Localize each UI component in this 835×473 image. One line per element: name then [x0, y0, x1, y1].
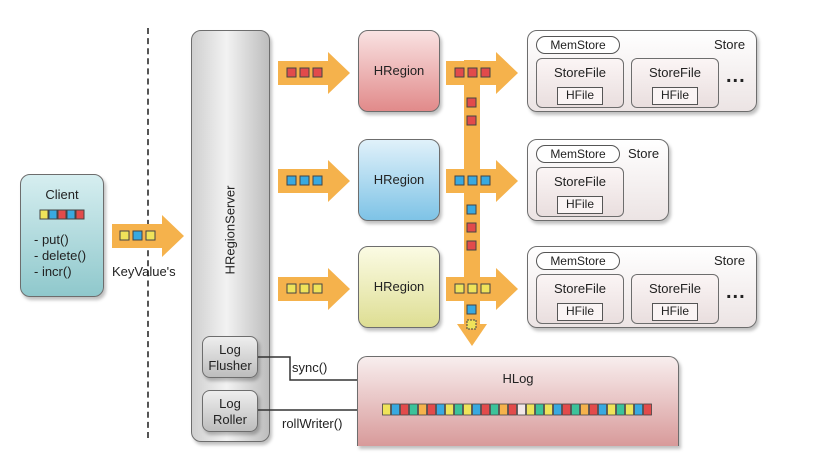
hlog-entry: [517, 403, 526, 416]
hlog-entry: [463, 403, 472, 416]
client-keyvalue-row: [39, 209, 85, 220]
hlog-entry: [634, 403, 643, 416]
hfile-3a: HFile: [557, 303, 603, 321]
hlog-entry: [472, 403, 481, 416]
rollwriter-label: rollWriter(): [282, 416, 343, 431]
hlog-entry: [490, 403, 499, 416]
hlog-entry: [643, 403, 652, 416]
hlog-entry: [409, 403, 418, 416]
more-storefiles-3: ...: [726, 281, 746, 303]
hlog-entry: [526, 403, 535, 416]
store-2: MemStore Store StoreFile HFile: [527, 139, 669, 221]
hlog-entry: [562, 403, 571, 416]
hlog-entry: [535, 403, 544, 416]
sync-label: sync(): [292, 360, 328, 375]
hlog-entry: [391, 403, 400, 416]
hregion-3: HRegion: [358, 246, 440, 328]
hlog-entry-strip: [382, 403, 652, 416]
store-2-label: Store: [628, 146, 660, 161]
hfile-3b: HFile: [652, 303, 698, 321]
store-1: MemStore Store StoreFile HFile StoreFile…: [527, 30, 757, 112]
client-method-put: - put(): [34, 232, 69, 247]
hlog-entry: [436, 403, 445, 416]
hlog-entry: [445, 403, 454, 416]
hlog-entry: [616, 403, 625, 416]
hregion-1: HRegion: [358, 30, 440, 112]
storefile-1a: StoreFile HFile: [536, 58, 624, 108]
hlog-box: HLog: [357, 356, 679, 446]
hfile-1b: HFile: [652, 87, 698, 105]
hfile-2a: HFile: [557, 196, 603, 214]
client-method-incr: - incr(): [34, 264, 72, 279]
hlog-entry: [553, 403, 562, 416]
hlog-entry: [625, 403, 634, 416]
keyvalue-label: KeyValue's: [112, 264, 176, 279]
hfile-1a: HFile: [557, 87, 603, 105]
hlog-entry: [589, 403, 598, 416]
storefile-1b: StoreFile HFile: [631, 58, 719, 108]
server-to-region-arrows: [278, 52, 350, 310]
hregion-2: HRegion: [358, 139, 440, 221]
log-roller-box: Log Roller: [202, 390, 258, 432]
client-title: Client: [45, 187, 79, 202]
hlog-entry: [382, 403, 391, 416]
keyvalue-arrow: [112, 215, 184, 257]
hlog-entry: [544, 403, 553, 416]
hlog-entry: [454, 403, 463, 416]
hlog-label: HLog: [502, 371, 534, 386]
region-to-store-arrows: [446, 52, 518, 346]
hlog-entry: [607, 403, 616, 416]
hlog-entry: [598, 403, 607, 416]
store-3-label: Store: [714, 253, 746, 268]
hlog-entry: [571, 403, 580, 416]
memstore-1: MemStore: [536, 36, 620, 54]
hregionserver-label: HRegionServer: [222, 185, 238, 275]
hlog-entry: [499, 403, 508, 416]
hlog-entry: [400, 403, 409, 416]
log-flusher-box: Log Flusher: [202, 336, 258, 378]
store-1-label: Store: [714, 37, 746, 52]
hlog-entry: [580, 403, 589, 416]
store-3: MemStore Store StoreFile HFile StoreFile…: [527, 246, 757, 328]
client-method-delete: - delete(): [34, 248, 87, 263]
hlog-entry: [418, 403, 427, 416]
hlog-entry: [508, 403, 517, 416]
storefile-2a: StoreFile HFile: [536, 167, 624, 217]
memstore-3: MemStore: [536, 252, 620, 270]
hlog-entry: [481, 403, 490, 416]
storefile-3a: StoreFile HFile: [536, 274, 624, 324]
storefile-3b: StoreFile HFile: [631, 274, 719, 324]
hlog-entry: [427, 403, 436, 416]
client-box: Client - put() - delete() - incr(): [20, 174, 104, 297]
more-storefiles-1: ...: [726, 65, 746, 87]
memstore-2: MemStore: [536, 145, 620, 163]
